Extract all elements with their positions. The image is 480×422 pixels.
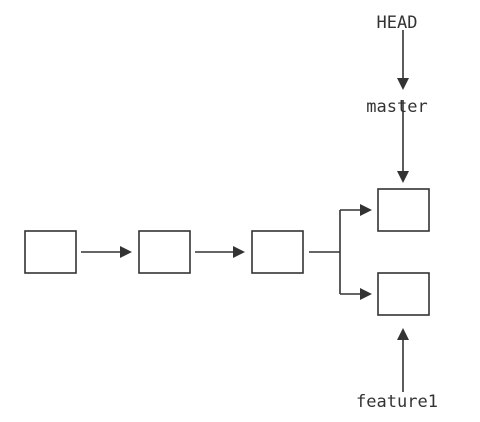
- arrow-feature1-to-commit: [397, 328, 409, 392]
- head-label: HEAD: [377, 13, 418, 33]
- arrow-head-to-master: [397, 30, 409, 90]
- commit-box-3: [251, 230, 304, 274]
- commit-box-1: [24, 230, 77, 274]
- master-branch-label: master: [366, 97, 427, 117]
- fork-connector: [309, 204, 372, 300]
- commit-box-master: [377, 188, 430, 232]
- feature1-branch-label: feature1: [356, 392, 438, 412]
- commit-box-feature1: [377, 272, 430, 316]
- arrow-master-to-commit: [397, 100, 409, 183]
- commit-box-2: [138, 230, 191, 274]
- arrow-commit2-to-commit3: [195, 246, 245, 258]
- arrow-commit1-to-commit2: [81, 246, 132, 258]
